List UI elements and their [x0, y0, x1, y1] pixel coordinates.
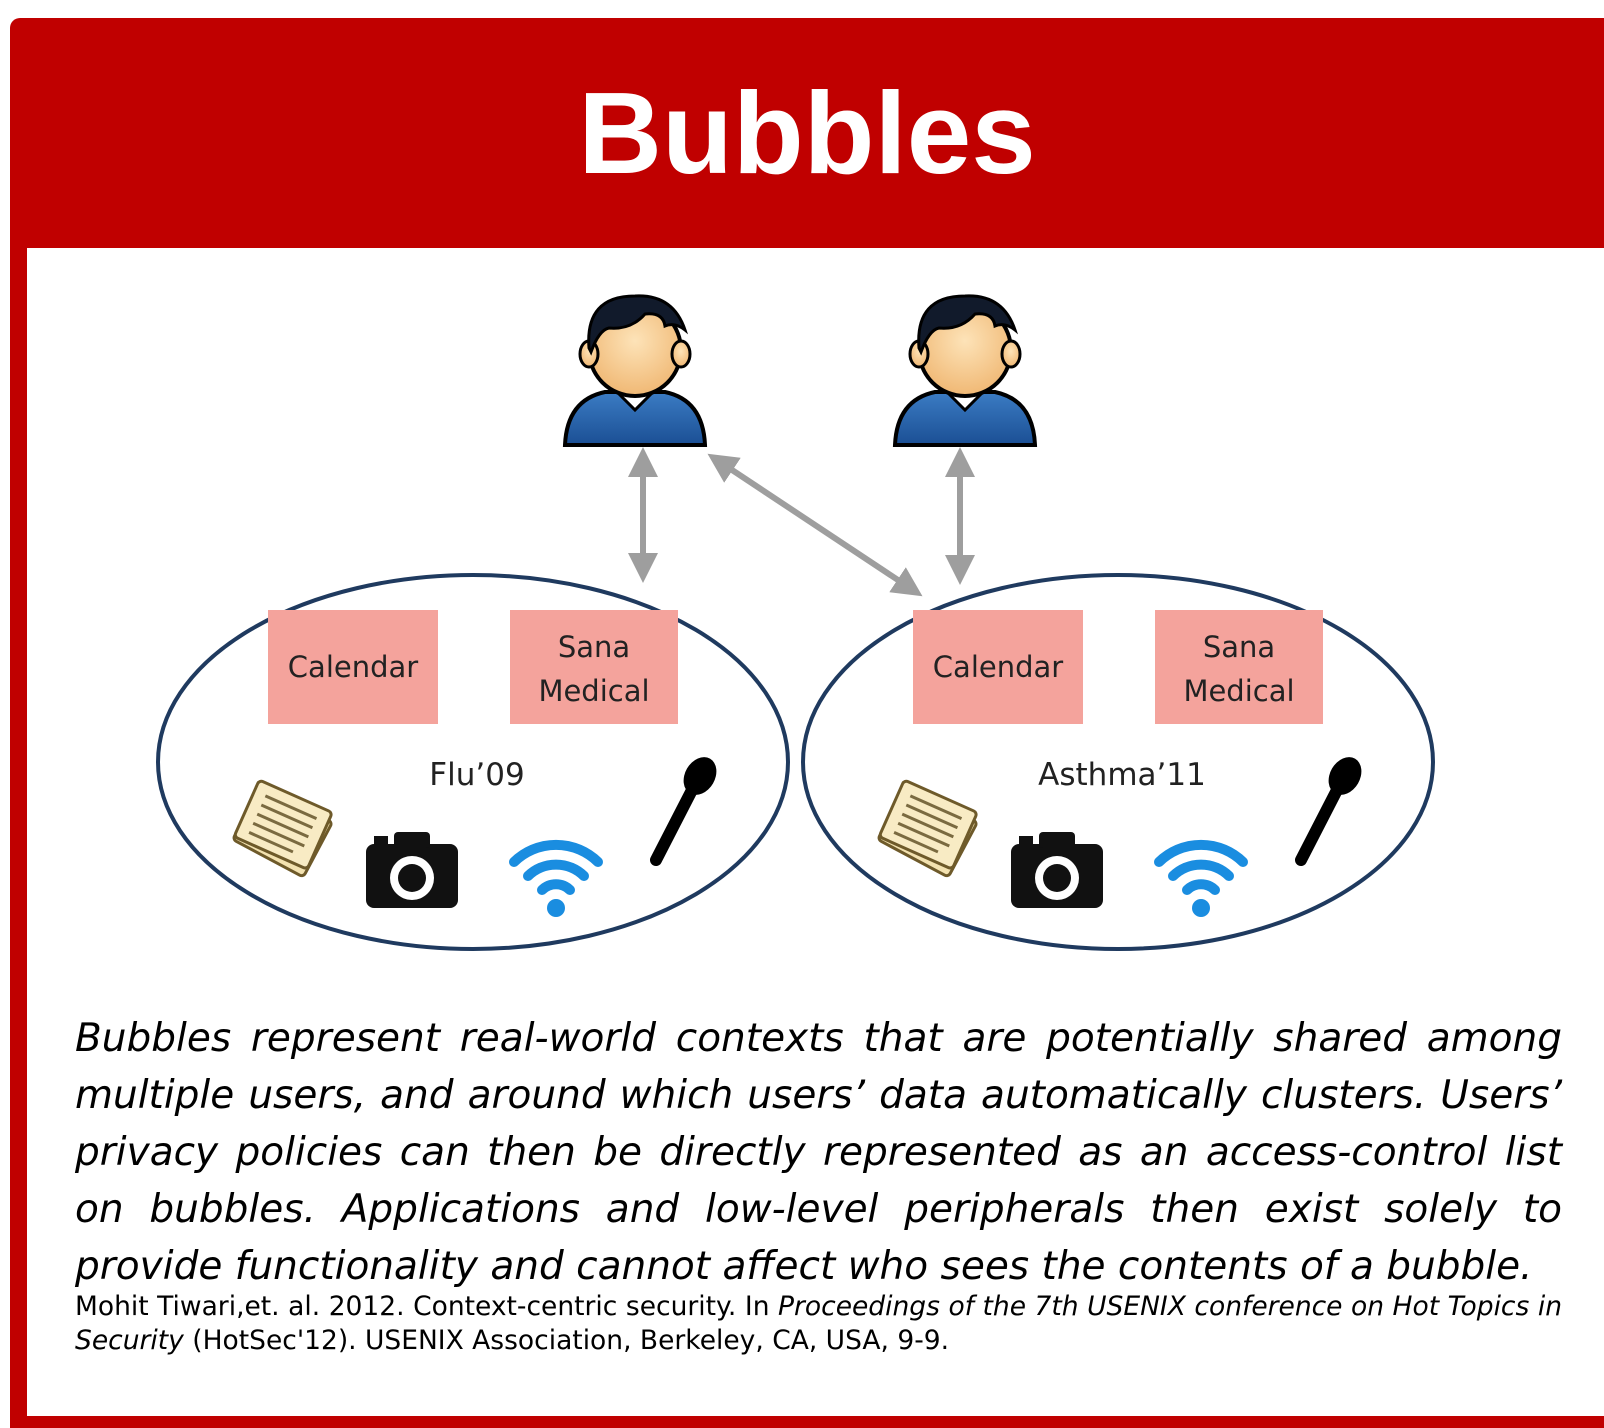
microphone-icon	[1301, 751, 1368, 860]
microphone-icon	[656, 751, 723, 860]
bubble-flu	[156, 573, 790, 951]
citation: Mohit Tiwari,et. al. 2012. Context-centr…	[75, 1290, 1562, 1358]
citation-suffix: (HotSec'12). USENIX Association, Berkele…	[183, 1325, 950, 1356]
slide-title: Bubbles	[578, 68, 1036, 198]
wifi-icon	[1159, 845, 1243, 917]
bubble-asthma	[801, 573, 1435, 951]
app-label-calendar: Calendar	[933, 650, 1063, 684]
app-box-sana-medical	[510, 610, 678, 724]
bubble-label: Flu’09	[429, 757, 524, 793]
document-icon	[876, 778, 979, 879]
app-label-calendar: Calendar	[288, 650, 418, 684]
document-icon	[231, 778, 334, 879]
app-label-sana: Sana	[1203, 630, 1275, 664]
app-box-calendar	[268, 610, 438, 724]
user-icon	[563, 293, 707, 447]
camera-icon	[1011, 832, 1103, 908]
bubble-label: Asthma’11	[1038, 757, 1206, 793]
user-icon	[893, 293, 1037, 447]
app-label-sana: Sana	[558, 630, 630, 664]
app-box-sana-medical	[1155, 610, 1323, 724]
citation-venue: Proceedings of the 7th USENIX conference…	[75, 1291, 1563, 1356]
access-arrow	[707, 453, 923, 597]
app-label-medical: Medical	[538, 674, 649, 708]
app-label-medical: Medical	[1183, 674, 1294, 708]
bubbles-diagram: Calendar Sana Medical Flu’09 Calendar Sa…	[156, 293, 1435, 951]
app-box-calendar	[913, 610, 1083, 724]
citation-prefix: Mohit Tiwari,et. al. 2012. Context-centr…	[75, 1291, 779, 1322]
caption-text: Bubbles represent real-world contexts th…	[75, 1016, 1562, 1289]
wifi-icon	[514, 845, 598, 917]
camera-icon	[366, 832, 458, 908]
